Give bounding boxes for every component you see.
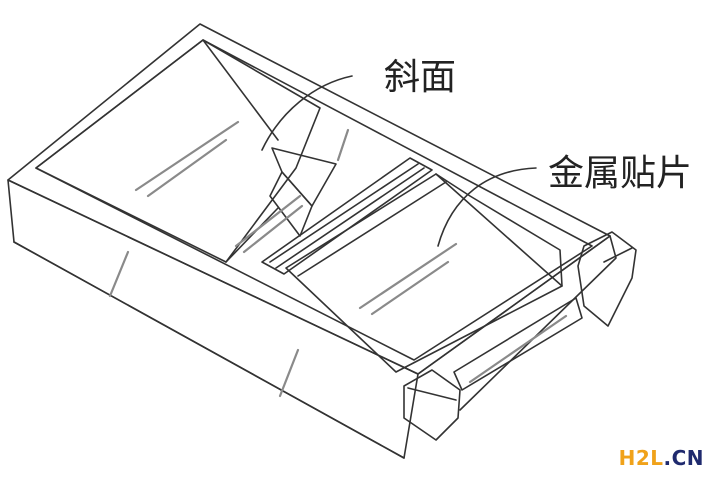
left-cavity-edge-2 xyxy=(202,39,279,141)
center-rail-line xyxy=(269,163,419,263)
housing-inner-rim xyxy=(35,39,593,361)
hatch-rail-top xyxy=(336,128,350,162)
hatch-metal-patch xyxy=(358,242,458,316)
leader-slope xyxy=(261,75,353,151)
housing-front-face xyxy=(7,179,419,459)
hatch-right-track xyxy=(468,314,568,384)
watermark-part-2: .CN xyxy=(663,446,704,470)
metal-patch-label: 金属贴片 xyxy=(548,153,693,194)
corner-cap-right-edge xyxy=(603,247,633,263)
slope-label: 斜面 xyxy=(384,57,457,98)
right-track xyxy=(453,297,583,391)
corner-cap-front xyxy=(403,369,461,441)
corner-cap-right xyxy=(577,231,637,327)
center-rail-line-2 xyxy=(275,167,425,269)
hatch-left-cavity-2 xyxy=(234,194,304,254)
hatch-front-face-2 xyxy=(278,348,300,398)
hatch-front-face-1 xyxy=(108,250,130,298)
left-cavity-floor xyxy=(35,39,321,263)
hatch-left-cavity xyxy=(134,120,240,198)
watermark-part-1: H2L xyxy=(618,446,664,470)
corner-cap-front-edge xyxy=(407,387,457,401)
leader-metal xyxy=(437,167,537,247)
left-cavity-edge xyxy=(225,207,279,263)
metal-patch xyxy=(285,173,563,373)
metal-patch-fold xyxy=(297,181,447,277)
housing-bottom-edge xyxy=(13,241,405,459)
watermark-logo: H2L.CN xyxy=(619,448,704,468)
metal-patch-edge xyxy=(435,173,563,287)
center-rail xyxy=(261,157,433,275)
